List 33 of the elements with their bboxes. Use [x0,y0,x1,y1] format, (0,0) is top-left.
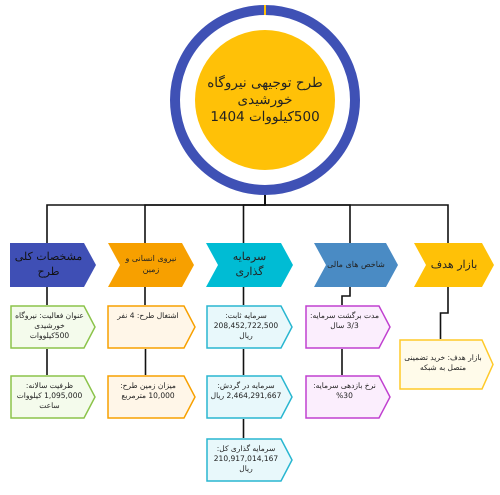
info-card [399,339,494,390]
connector-line [242,287,244,305]
header-text: نیروی انسانی و زمین [124,253,178,276]
title-circle [170,5,360,195]
header-text: بازار هدف [430,256,478,273]
info-card [305,375,391,419]
info-card [107,375,196,419]
info-card [305,305,391,349]
info-card [10,375,96,419]
connector-line [242,349,244,375]
info-card [206,305,293,349]
chevron-header [314,243,398,287]
connector-line [144,287,146,305]
connector-line [144,349,146,375]
connector-line [242,419,244,438]
connector-line [341,287,351,305]
header-text: سرمایه گذاری [232,249,268,280]
connector-line [264,195,449,243]
info-card [206,438,293,482]
chevron-header [108,243,194,287]
info-card [10,305,96,349]
header-text: مشخصات کلی طرح [14,249,83,280]
chevron-header [414,243,494,287]
connector-line [440,287,449,339]
header-text: شاخص های مالی [327,258,385,271]
connector-line [341,349,343,375]
info-card [107,305,196,349]
connector-line [46,287,48,305]
title-text: طرح توجیهی نیروگاه خورشیدی 500کیلووات 1404 [206,75,324,126]
info-card [206,375,293,419]
chevron-header [206,243,293,287]
connector-line [46,349,48,375]
chevron-header [10,243,96,287]
